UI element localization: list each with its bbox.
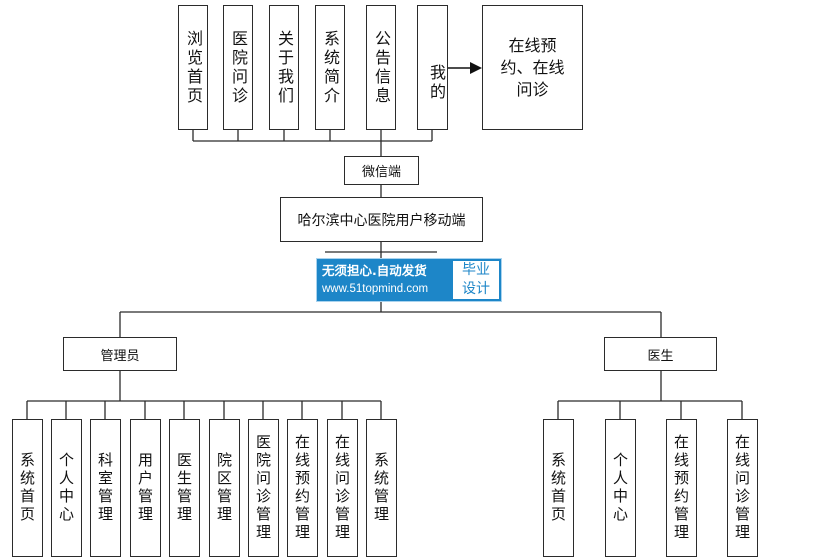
admin-child-system-mgmt: 系统管理 (366, 419, 397, 557)
mine-target-box: 在线预 约、在线 问诊 (482, 5, 583, 130)
doctor-child-appointment-mgmt: 在线预约管理 (666, 419, 697, 557)
watermark-badge: 毕业 设计 (453, 261, 499, 299)
admin-child-online-consult-mgmt: 在线问诊管理 (327, 419, 358, 557)
watermark-banner: 无须担心.自动发货 www.51topmind.com 毕业 设计 (316, 258, 502, 302)
admin-child-doctor-mgmt: 医生管理 (169, 419, 200, 557)
doctor-child-personal-center: 个人中心 (605, 419, 636, 557)
menu-about-us: 关于我们 (269, 5, 299, 130)
watermark-badge1: 毕业 (462, 262, 490, 278)
doctor-child-online-consult-mgmt: 在线问诊管理 (727, 419, 758, 557)
admin-child-campus-mgmt: 院区管理 (209, 419, 240, 557)
admin-child-consult-mgmt: 医院问诊管理 (248, 419, 279, 557)
menu-mine: 我的 (417, 5, 448, 130)
menu-system-intro: 系统简介 (315, 5, 345, 130)
admin-child-personal-center: 个人中心 (51, 419, 82, 557)
menu-hospital-consult: 医院问诊 (223, 5, 253, 130)
menu-announcement: 公告信息 (366, 5, 396, 130)
watermark-badge2: 设计 (462, 281, 490, 297)
mine-target-line2: 约、在线 (500, 57, 565, 77)
arrow-head (470, 62, 482, 74)
admin-node: 管理员 (63, 337, 177, 371)
doctor-child-system-home: 系统首页 (543, 419, 574, 557)
mine-target-line1: 在线预 (508, 35, 557, 55)
admin-child-user-mgmt: 用户管理 (130, 419, 161, 557)
watermark-url: www.51topmind.com (322, 283, 429, 295)
wechat-node: 微信端 (344, 156, 419, 185)
doctor-node: 医生 (604, 337, 717, 371)
admin-child-department-mgmt: 科室管理 (90, 419, 121, 557)
admin-child-system-home: 系统首页 (12, 419, 43, 557)
watermark-line1: 无须担心.自动发货 (322, 263, 427, 278)
root-node: 哈尔滨中心医院用户移动端 (280, 197, 483, 242)
mine-target-line3: 问诊 (516, 79, 549, 99)
admin-child-appointment-mgmt: 在线预约管理 (287, 419, 318, 557)
menu-browse-home: 浏览首页 (178, 5, 208, 130)
